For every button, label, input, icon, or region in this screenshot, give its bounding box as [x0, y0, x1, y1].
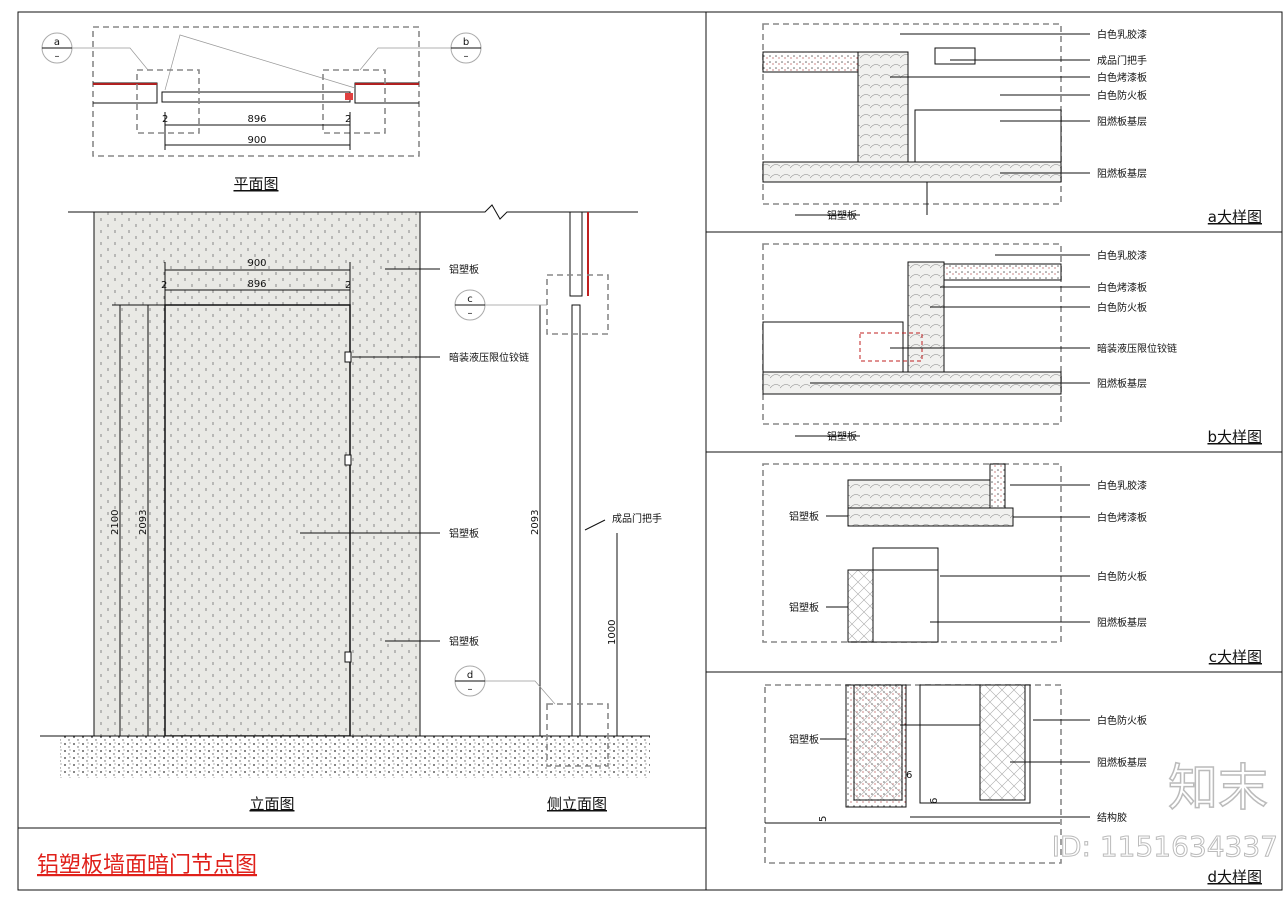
callout-c[interactable]: c – [454, 289, 547, 321]
dim: 6 [929, 798, 940, 804]
main-title: 铝塑板墙面暗门节点图 [37, 853, 257, 878]
dim: 5 [818, 816, 829, 822]
side-dim-handle: 1000 [607, 620, 618, 645]
label: 铝塑板 [789, 601, 819, 614]
svg-text:a: a [54, 37, 60, 48]
detail-a: 白色乳胶漆 成品门把手 白色烤漆板 白色防火板 阻燃板基层 阻燃板基层 铝塑板 … [762, 23, 1262, 226]
svg-text:–: – [468, 308, 473, 319]
elev-dim-gap: 2 [161, 280, 167, 291]
label: 阻燃板基层 [1097, 167, 1147, 180]
label-handle: 成品门把手 [612, 512, 662, 525]
svg-text:d: d [467, 670, 473, 681]
svg-text:b: b [463, 37, 469, 48]
label: 阻燃板基层 [1097, 377, 1147, 390]
side-elevation-title: 侧立面图 [547, 795, 607, 813]
label: 铝塑板 [789, 510, 819, 523]
label: 阻燃板基层 [1097, 616, 1147, 629]
svg-text:–: – [468, 684, 473, 695]
detail-d: 白色防火板 阻燃板基层 铝塑板 结构胶 6 6 5 d大样图 [764, 684, 1262, 886]
plan-dim-gap: 2 [162, 114, 168, 125]
label: 白色烤漆板 [1097, 281, 1147, 294]
plan-dim-gap: 2 [345, 114, 351, 125]
detail-d-title: d大样图 [1207, 868, 1262, 886]
svg-text:–: – [464, 51, 469, 62]
label: 白色防火板 [1097, 89, 1147, 102]
label: 铝塑板 [827, 430, 857, 443]
detail-b: 白色乳胶漆 白色烤漆板 白色防火板 暗装液压限位铰链 阻燃板基层 铝塑板 b大样… [762, 243, 1262, 446]
elev-dim-outer: 900 [247, 258, 266, 269]
sheet-border [17, 11, 1283, 891]
label-hinge: 暗装液压限位铰链 [449, 351, 529, 364]
elev-dim-gap: 2 [345, 280, 351, 291]
label: 白色乳胶漆 [1097, 479, 1147, 492]
label: 阻燃板基层 [1097, 115, 1147, 128]
svg-text:c: c [467, 294, 473, 305]
label: 白色防火板 [1097, 714, 1147, 727]
watermark-logo: 知末 [1168, 759, 1268, 817]
svg-text:–: – [55, 51, 60, 62]
label: 白色烤漆板 [1097, 511, 1147, 524]
label-alu-bottom: 铝塑板 [449, 635, 479, 648]
plan-title: 平面图 [233, 175, 278, 193]
elevation-view: 900 896 2 2 2100 2093 铝塑板 暗装液压限位铰链 铝塑板 铝… [40, 204, 650, 813]
label: 结构胶 [1097, 811, 1127, 824]
detail-c: 白色乳胶漆 白色烤漆板 白色防火板 阻燃板基层 铝塑板 铝塑板 c大样图 [762, 463, 1262, 666]
watermark-id: ID: 1151634337 [1052, 830, 1278, 863]
label-alu-mid: 铝塑板 [449, 527, 479, 540]
label-alu-top: 铝塑板 [449, 263, 479, 276]
label: 铝塑板 [827, 209, 857, 222]
elev-dim-height-outer: 2100 [110, 510, 121, 535]
callout-b[interactable]: b – [359, 32, 482, 71]
dim: 6 [906, 770, 912, 781]
elev-dim-height-inner: 2093 [138, 510, 149, 535]
plan-dim-outer: 900 [247, 135, 266, 146]
callout-a[interactable]: a – [41, 32, 149, 71]
plan-view: 896 900 2 2 a – b – 平面图 [41, 26, 482, 193]
detail-a-title: a大样图 [1208, 208, 1262, 226]
label: 白色烤漆板 [1097, 71, 1147, 84]
label: 白色乳胶漆 [1097, 28, 1147, 41]
label: 暗装液压限位铰链 [1097, 342, 1177, 355]
label: 成品门把手 [1097, 54, 1147, 67]
label: 白色乳胶漆 [1097, 249, 1147, 262]
label: 白色防火板 [1097, 570, 1147, 583]
callout-d[interactable]: d – [454, 665, 556, 705]
elevation-title: 立面图 [249, 795, 294, 813]
elev-dim-inner: 896 [247, 279, 266, 290]
label: 白色防火板 [1097, 301, 1147, 314]
detail-c-title: c大样图 [1209, 648, 1262, 666]
label: 铝塑板 [789, 733, 819, 746]
detail-b-title: b大样图 [1207, 428, 1262, 446]
plan-dim-inner: 896 [247, 114, 266, 125]
side-dim-height: 2093 [530, 510, 541, 535]
side-elevation-view: 2093 1000 成品门把手 c – d – 侧立面图 [454, 211, 662, 813]
label: 阻燃板基层 [1097, 756, 1147, 769]
